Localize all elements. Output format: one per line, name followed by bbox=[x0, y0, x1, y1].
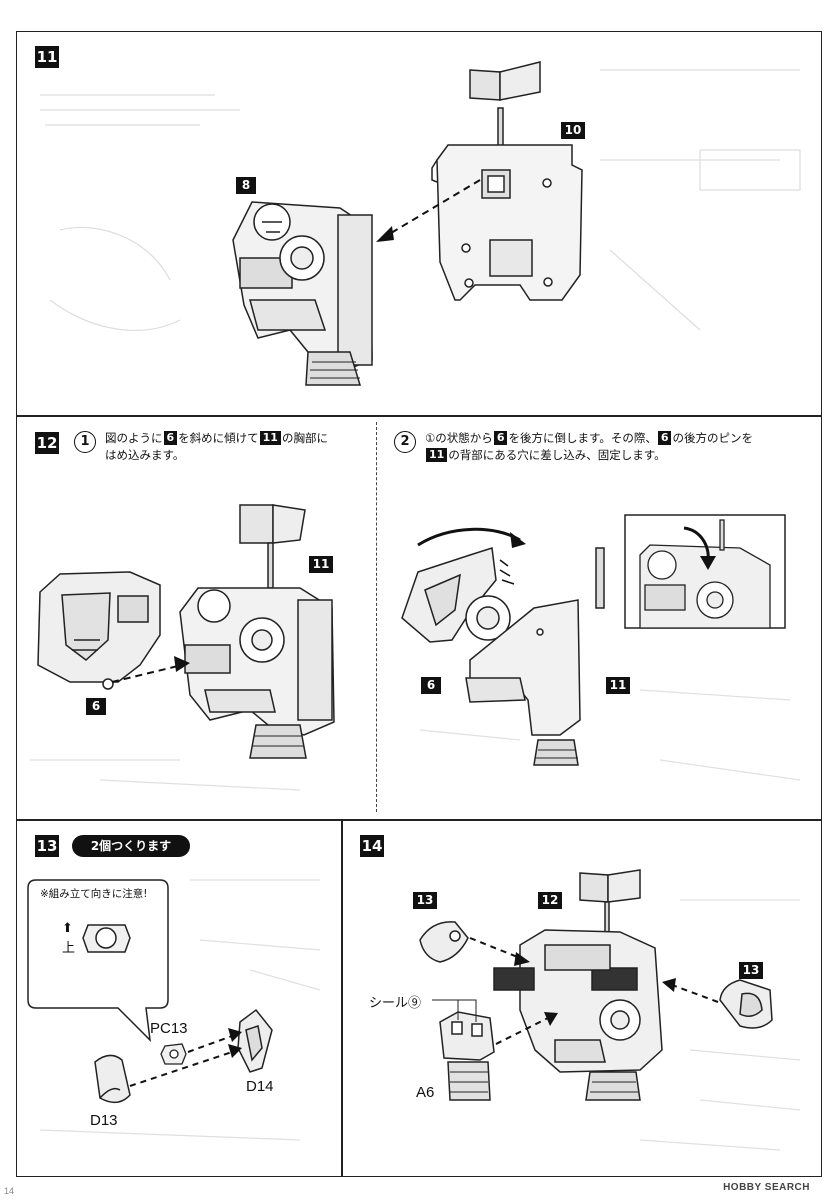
s12-2-t1: ①の状態から bbox=[425, 431, 493, 445]
part-label-d14: D14 bbox=[246, 1078, 274, 1095]
part-tag-10: 10 bbox=[561, 122, 585, 139]
s12-2-p2: 6 bbox=[657, 431, 672, 445]
part-tag-11-right: 11 bbox=[606, 677, 630, 694]
part-8-drawing bbox=[232, 201, 373, 386]
part-label-d13: D13 bbox=[90, 1112, 118, 1129]
up-label: 上 bbox=[62, 941, 76, 956]
part-13-left-drawing bbox=[419, 921, 469, 963]
part-label-a6: A6 bbox=[416, 1084, 435, 1101]
sticker-label: シール⑨ bbox=[369, 995, 422, 1010]
make-two-banner: 2個つくります bbox=[72, 835, 190, 857]
part-tag-11-left: 11 bbox=[309, 556, 333, 573]
part-a6-drawing bbox=[439, 1011, 495, 1101]
part-d14-drawing bbox=[237, 1008, 273, 1073]
part-d13-drawing bbox=[94, 1054, 131, 1104]
s12-1-t1: 図のように bbox=[105, 431, 163, 445]
s12-2-p1: 6 bbox=[493, 431, 508, 445]
up-arrow-icon: ⬆ bbox=[62, 921, 73, 936]
s12-2-t2: を後方に倒します。その際、 bbox=[508, 431, 657, 445]
part-tag-13-right: 13 bbox=[739, 962, 763, 979]
divider-12-13 bbox=[16, 819, 822, 821]
step11-illustration bbox=[40, 61, 801, 386]
page-number: 14 bbox=[4, 1186, 15, 1196]
divider-13-14 bbox=[341, 819, 343, 1177]
step-number-12: 12 bbox=[35, 432, 59, 454]
part-6-right-drawing bbox=[401, 547, 511, 643]
s12-1-t2: を斜めに傾けて bbox=[178, 431, 259, 445]
part-tag-6-left: 6 bbox=[86, 698, 106, 715]
assembly-note: ※組み立て向きに注意! bbox=[40, 888, 148, 900]
s12-1-t3: の胸部に bbox=[281, 431, 328, 445]
substep-1-circle: 1 bbox=[74, 431, 96, 453]
step-number-13: 13 bbox=[35, 835, 59, 857]
divider-11-12 bbox=[16, 415, 822, 417]
s12-2-t3: の後方のピンを bbox=[672, 431, 753, 445]
step-number-11: 11 bbox=[35, 46, 59, 68]
s12-2-t4: の背部にある穴に差し込み、固定します。 bbox=[448, 448, 666, 462]
part-11-left-drawing bbox=[179, 504, 335, 759]
part-tag-8: 8 bbox=[236, 177, 256, 194]
step13-illustration bbox=[39, 879, 321, 1141]
part-tag-13-left: 13 bbox=[413, 892, 437, 909]
step12-illustration bbox=[30, 504, 801, 791]
s12-1-p1: 6 bbox=[163, 431, 178, 445]
s12-1-p2: 11 bbox=[259, 431, 281, 445]
step-number-14: 14 bbox=[360, 835, 384, 857]
watermark: HOBBY SEARCH bbox=[723, 1182, 810, 1193]
part-label-pc13: PC13 bbox=[150, 1020, 188, 1037]
instruction-frame bbox=[16, 31, 822, 1177]
s12-1-t4: はめ込みます。 bbox=[105, 448, 185, 462]
divider-12-sub bbox=[376, 422, 377, 812]
part-13-right-drawing bbox=[719, 979, 773, 1029]
part-tag-12: 12 bbox=[538, 892, 562, 909]
part-10-drawing bbox=[431, 61, 583, 301]
s12-2-p3: 11 bbox=[426, 448, 448, 462]
part-12-drawing bbox=[493, 869, 663, 1101]
part-pc13-drawing bbox=[160, 1043, 187, 1065]
part-11-right-drawing bbox=[465, 547, 605, 766]
part-6-left-drawing bbox=[37, 571, 161, 690]
note-bubble bbox=[27, 879, 169, 1043]
part-tag-6-right: 6 bbox=[421, 677, 441, 694]
substep-2-circle: 2 bbox=[394, 431, 416, 453]
